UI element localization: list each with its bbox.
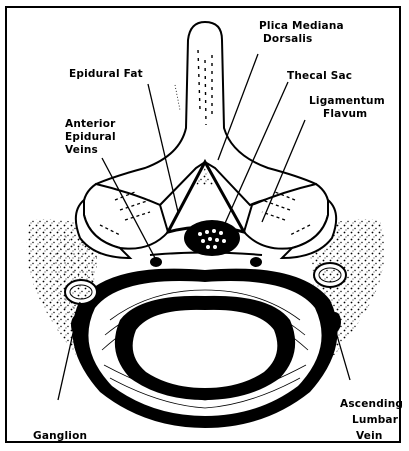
thecal-sac — [184, 220, 240, 256]
label-epidural-fat: Epidural Fat — [69, 68, 143, 80]
label-anterior-3: Veins — [65, 144, 98, 156]
label-ascending-3: Vein — [356, 430, 383, 442]
label-plica-2: Dorsalis — [263, 33, 313, 45]
label-anterior-1: Anterior — [65, 118, 116, 130]
label-ascending-1: Ascending — [340, 398, 403, 410]
label-ganglion: Ganglion — [33, 430, 87, 442]
label-ligamentum-2: Flavum — [323, 108, 367, 120]
label-ascending-2: Lumbar — [352, 414, 398, 426]
label-anterior-2: Epidural — [65, 131, 116, 143]
label-thecal-sac: Thecal Sac — [287, 70, 352, 82]
label-plica-1: Plica Mediana — [259, 20, 344, 32]
vertebral-body — [72, 269, 337, 428]
label-ligamentum-1: Ligamentum — [309, 95, 385, 107]
